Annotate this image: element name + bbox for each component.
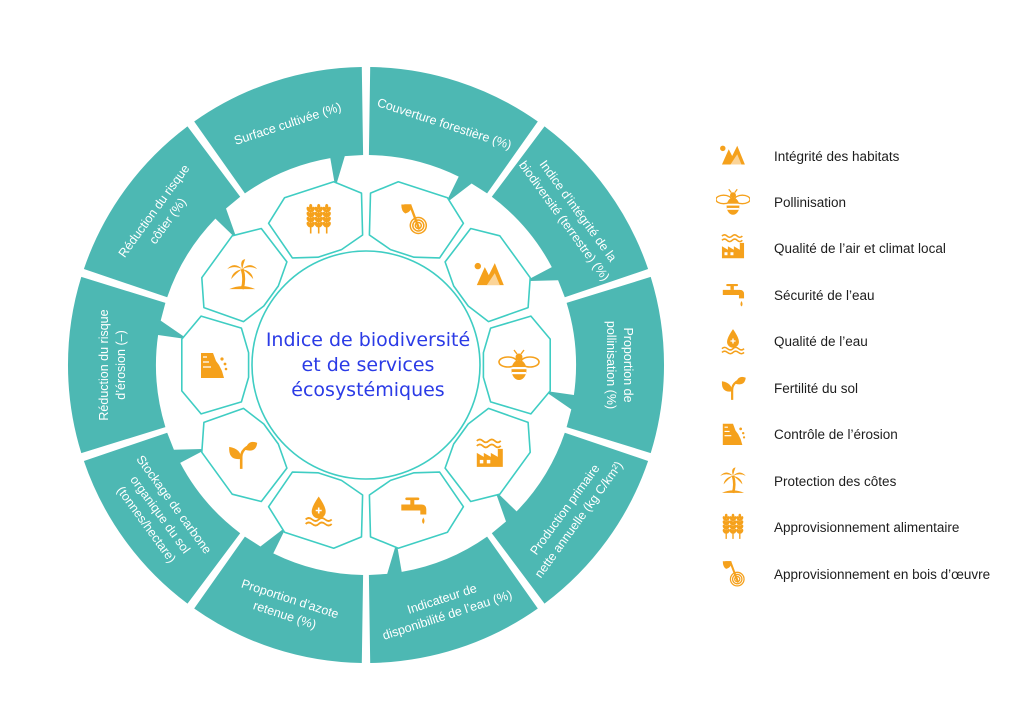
legend-item-habitats: Intégrité des habitats [716,138,899,174]
legend-item-air-quality: Qualité de l’air et climat local [716,230,946,266]
water-tap-icon [401,497,427,524]
legend-label: Approvisionnement alimentaire [774,519,960,535]
center-title-line-1: Indice de biodiversité [265,329,471,351]
water-drop-waves-icon [716,324,750,358]
erosion-cliff-icon [716,417,750,451]
palm-tree-icon [227,259,258,290]
outer-segment [368,67,538,204]
factory-air-icon [476,438,503,467]
habitat-mountain-icon [716,139,750,173]
factory-air-icon [716,231,750,265]
legend-label: Pollinisation [774,194,847,210]
outer-segment [491,126,649,298]
segment-label-line: d’érosion (–) [114,330,128,399]
bee-icon [498,349,540,380]
outer-segment [194,526,364,663]
center-circle [251,250,481,480]
outer-ring [67,67,665,663]
outer-segment [544,276,665,454]
erosion-cliff-icon [201,353,228,378]
legend-item-water-quality: Qualité de l’eau [716,323,868,359]
inner-petal [444,407,531,503]
wood-axe-icon [716,557,750,591]
plant-sprout-icon [716,371,750,405]
outer-segment [83,126,241,298]
legend-label: Qualité de l’air et climat local [774,240,946,256]
water-tap-icon [716,278,750,312]
legend-item-coastal-protection: Protection des côtes [716,463,896,499]
water-drop-waves-icon [305,496,333,527]
habitat-mountain-icon [474,262,504,286]
segment-label-line: pollinisation (%) [604,321,618,409]
inner-petal [201,407,288,503]
legend-label: Intégrité des habitats [774,148,900,164]
legend-label: Contrôle de l’érosion [774,426,898,442]
legend-label: Qualité de l’eau [774,333,868,349]
legend-item-water-security: Sécurité de l’eau [716,277,875,313]
legend-label: Fertilité du sol [774,380,859,396]
legend-item-pollination: Pollinisation [716,184,846,220]
outer-segment [67,276,188,454]
legend-item-erosion-control: Contrôle de l’érosion [716,416,898,452]
outer-segment [491,432,649,604]
segment-label-line: Réduction du risque [97,309,111,420]
plant-sprout-icon [229,441,258,469]
outer-segment [83,432,241,604]
legend-item-food-supply: Approvisionnement alimentaire [716,509,959,545]
wheat-icon [306,203,331,234]
legend-label: Protection des côtes [774,473,897,489]
center-title-line-2: et de services [301,354,435,376]
legend-label: Sécurité de l’eau [774,287,875,303]
legend-item-soil-fertility: Fertilité du sol [716,370,858,406]
segment-label-line: Proportion de [621,327,635,402]
outer-segment [194,67,364,194]
center-title-line-3: écosystémiques [291,379,445,401]
palm-tree-icon [716,464,750,498]
center-title: Indice de biodiversité et de services éc… [228,328,508,403]
legend-item-timber-supply: Approvisionnement en bois d’œuvre [716,556,990,592]
wood-axe-icon [401,204,428,235]
inner-icons [201,203,540,527]
indicator-wheel-diagram: Couverture forestière (%)Indice d’intégr… [67,67,665,663]
legend-label: Approvisionnement en bois d’œuvre [774,566,991,582]
outer-segment [368,536,538,663]
bee-icon [716,185,750,219]
wheat-icon [716,510,750,544]
